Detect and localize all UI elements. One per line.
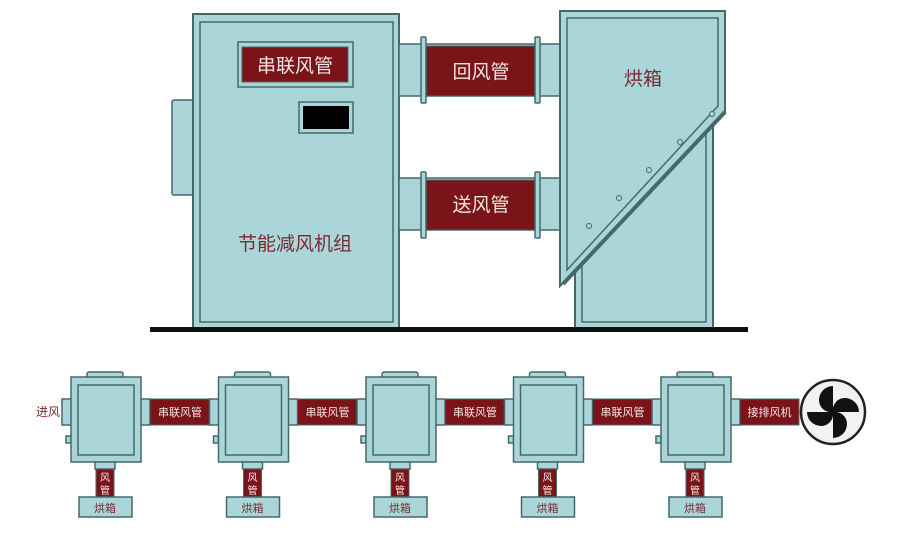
series-duct-label: 串联风管 (158, 405, 202, 419)
rivet (586, 223, 592, 229)
duct-collar (241, 461, 264, 470)
series-duct-label: 串联风管 (453, 405, 497, 419)
duct-collar (536, 461, 559, 470)
vertical-duct-label: 风 (690, 472, 700, 484)
side-tab (171, 99, 195, 196)
vertical-duct-label: 管 (543, 484, 553, 497)
vertical-duct-label: 管 (395, 484, 405, 497)
duct-collar (389, 461, 411, 470)
oven-label: 烘箱 (389, 501, 411, 515)
display-screen (303, 106, 349, 129)
duct-collar (684, 461, 706, 470)
oven-label: 烘箱 (537, 501, 559, 515)
energy-saving-fan-unit: 串联风管 节能减风机组 (171, 13, 400, 329)
unit-inner (224, 384, 283, 456)
rivet (677, 139, 683, 145)
oven-label: 烘箱 (624, 68, 662, 90)
label-panel (241, 46, 349, 83)
series-duct-label: 串联风管 (306, 405, 350, 419)
return-duct: 回风管 (398, 36, 562, 104)
oven-hopper-inner (566, 17, 719, 272)
supply-duct-label: 送风管 (452, 194, 509, 216)
unit-inner (372, 384, 430, 456)
fan-blades-icon (807, 386, 859, 438)
flange (534, 36, 541, 104)
flange (420, 171, 427, 239)
series-duct-label: 串联风管 (601, 405, 645, 419)
series-duct (149, 398, 211, 426)
series-duct (444, 398, 506, 426)
series-duct (297, 398, 358, 426)
oven: 烘箱 (559, 10, 727, 329)
rivet (709, 111, 715, 117)
vertical-duct-label: 风 (100, 472, 110, 484)
oven-box (668, 496, 723, 518)
exhaust-duct (739, 398, 800, 426)
supply-duct: 送风管 (398, 171, 562, 239)
return-duct-body (424, 45, 538, 97)
return-duct-label: 回风管 (452, 61, 509, 83)
exhaust-duct-label: 接排风机 (748, 405, 792, 419)
oven-box (78, 496, 133, 518)
oven-box (373, 496, 428, 518)
vertical-duct-label: 风 (543, 472, 553, 484)
unit-label: 节能减风机组 (238, 233, 352, 255)
vertical-duct-label: 风 (395, 472, 405, 484)
unit-inner (77, 384, 135, 456)
vertical-duct-label: 风 (248, 472, 258, 484)
series-duct (592, 398, 653, 426)
vertical-duct-label: 管 (248, 484, 258, 497)
ground-line (150, 327, 748, 332)
duct-collar (94, 461, 116, 470)
rivet (616, 195, 622, 201)
flange (420, 36, 427, 104)
inlet-label: 进风 (36, 405, 60, 419)
oven-label: 烘箱 (684, 501, 706, 515)
oven-box (520, 496, 576, 518)
oven-label: 烘箱 (94, 501, 116, 515)
exhaust-fan (799, 378, 867, 446)
rivet (646, 167, 652, 173)
hopper-seam (561, 110, 727, 286)
unit-panel-label: 串联风管 (257, 55, 333, 77)
unit-inner (519, 384, 578, 456)
vertical-duct-label: 管 (100, 484, 110, 497)
oven-label: 烘箱 (242, 501, 264, 515)
vertical-duct-label: 管 (690, 484, 700, 497)
oven-box (225, 496, 281, 518)
unit-inner (667, 384, 725, 456)
flange (534, 171, 541, 239)
